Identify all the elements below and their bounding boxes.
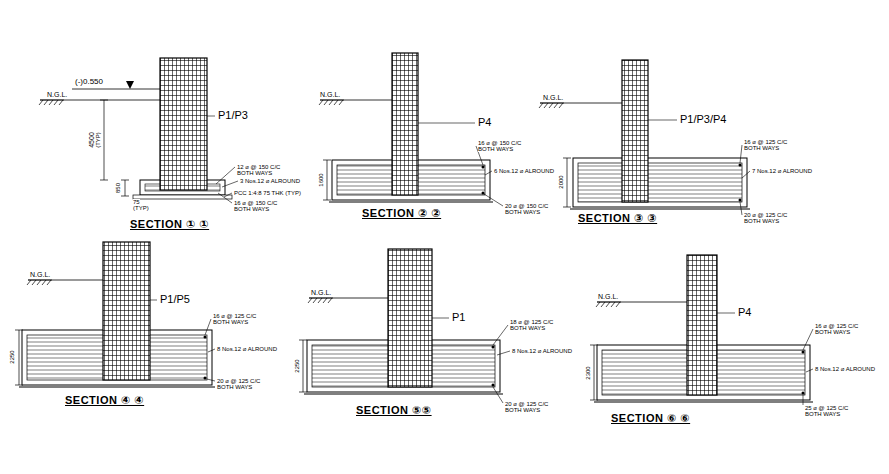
section-title: SECTION ③ ③ [578, 213, 657, 224]
section-title: SECTION ② ② [362, 208, 441, 219]
ngl-line [540, 103, 622, 104]
rebar-note: BOTH WAYS [217, 384, 252, 390]
column-mark: P1/P5 [160, 294, 190, 305]
ground-symbol [319, 100, 344, 105]
column-mark: P4 [478, 117, 491, 128]
dimension-line [121, 180, 129, 196]
ground-symbol [39, 100, 64, 105]
rebar-note: 8 Nos.12 ⌀ ALROUND [512, 348, 572, 354]
rebar-note: BOTH WAYS [478, 146, 513, 152]
ngl-line [309, 298, 388, 299]
level-mark: N.G.L. [598, 293, 618, 300]
rebar-note: 8 Nos.12 ⌀ ALROUND [217, 346, 277, 352]
column [103, 242, 150, 380]
level-line [72, 89, 160, 90]
dimension-line [299, 340, 307, 392]
rebar-note: BOTH WAYS [505, 209, 540, 215]
pcc-bed [133, 195, 232, 199]
dimension-text: 2300 [585, 366, 591, 379]
section-title: SECTION ① ① [130, 219, 209, 230]
dimension-line [323, 160, 331, 200]
dimension-text: 850 [115, 183, 121, 193]
pcc-bed [594, 401, 813, 402]
level-mark: N.G.L. [30, 271, 50, 278]
ground-symbol [539, 103, 564, 108]
dimension-text: 4500 [88, 132, 95, 148]
rebar-note: 3 Nos.12 ⌀ ALROUND [240, 178, 300, 184]
leader-line [150, 300, 215, 381]
column [388, 249, 432, 387]
rebar-note: 8 Nos.12 ⌀ ALROUND [815, 366, 875, 372]
column-mark: P1/P3/P4 [680, 114, 726, 125]
column-mark: P1 [452, 312, 465, 323]
dimension-text: 1600 [318, 173, 324, 186]
rebar-note: (TYP) [133, 205, 149, 211]
rebar-note: BOTH WAYS [234, 206, 269, 212]
level-mark: N.G.L. [543, 94, 563, 101]
section-title: SECTION ⑤⑤ [356, 405, 432, 416]
rebar-note: BOTH WAYS [237, 170, 272, 176]
leader-line [648, 120, 750, 215]
dimension-text: 2000 [558, 175, 564, 188]
rebar-note: BOTH WAYS [744, 218, 779, 224]
leader-line [418, 123, 503, 206]
column-mark: P4 [738, 307, 751, 318]
rebar-note: BOTH WAYS [744, 145, 779, 151]
rebar-note: BOTH WAYS [805, 411, 840, 417]
bar-dot [204, 336, 207, 339]
section-title: SECTION ④ ④ [65, 395, 144, 406]
leader-line [432, 318, 510, 403]
column [622, 60, 648, 202]
ground-symbol [596, 302, 621, 307]
dimension-line [100, 100, 108, 180]
dimension-text: 2250 [294, 359, 300, 372]
bar-dot [482, 166, 485, 169]
column-mark: P1/P3 [218, 110, 248, 121]
dimension-text: (TYP) [95, 132, 101, 148]
ngl-line [320, 100, 392, 101]
ground-symbol [27, 280, 52, 285]
rebar-note: BOTH WAYS [815, 329, 850, 335]
rebar-note: PCC 1:4:8 75 THK (TYP) [234, 190, 301, 196]
bar-dot [802, 351, 805, 354]
ngl-line [597, 302, 687, 303]
level-mark: N.G.L. [311, 289, 331, 296]
leader-line [717, 313, 813, 405]
level-mark: N.G.L. [47, 91, 67, 98]
rebar-note: BOTH WAYS [510, 325, 545, 331]
column [687, 255, 717, 395]
pcc-bed [19, 386, 215, 387]
bar-dot [204, 377, 207, 380]
level-mark: N.G.L. [320, 91, 340, 98]
rebar-note: 6 Nos.12 ⌀ ALROUND [494, 168, 554, 174]
rebar-note: BOTH WAYS [213, 319, 248, 325]
column [160, 58, 207, 190]
bar-dot [739, 164, 742, 167]
bar-dot [492, 384, 495, 387]
footing-rebar [578, 163, 742, 202]
section-title: SECTION ⑥ ⑥ [611, 413, 690, 424]
rebar-note: BOTH WAYS [505, 407, 540, 413]
pcc-bed [304, 393, 503, 394]
pcc-bed [329, 201, 493, 202]
rebar-note: 7 Nos.12 ⌀ ALROUND [752, 168, 812, 174]
bar-dot [492, 346, 495, 349]
level-arrow [126, 81, 134, 89]
bar-dot [802, 392, 805, 395]
bar-dot [739, 199, 742, 202]
column [392, 53, 418, 195]
dimension-text: 2250 [9, 350, 15, 363]
level-mark: (-)0.550 [75, 78, 103, 86]
ground-symbol [308, 298, 333, 303]
footing [573, 158, 747, 207]
pcc-bed [570, 208, 750, 209]
ngl-line [28, 280, 103, 281]
dimension-line [563, 158, 571, 207]
